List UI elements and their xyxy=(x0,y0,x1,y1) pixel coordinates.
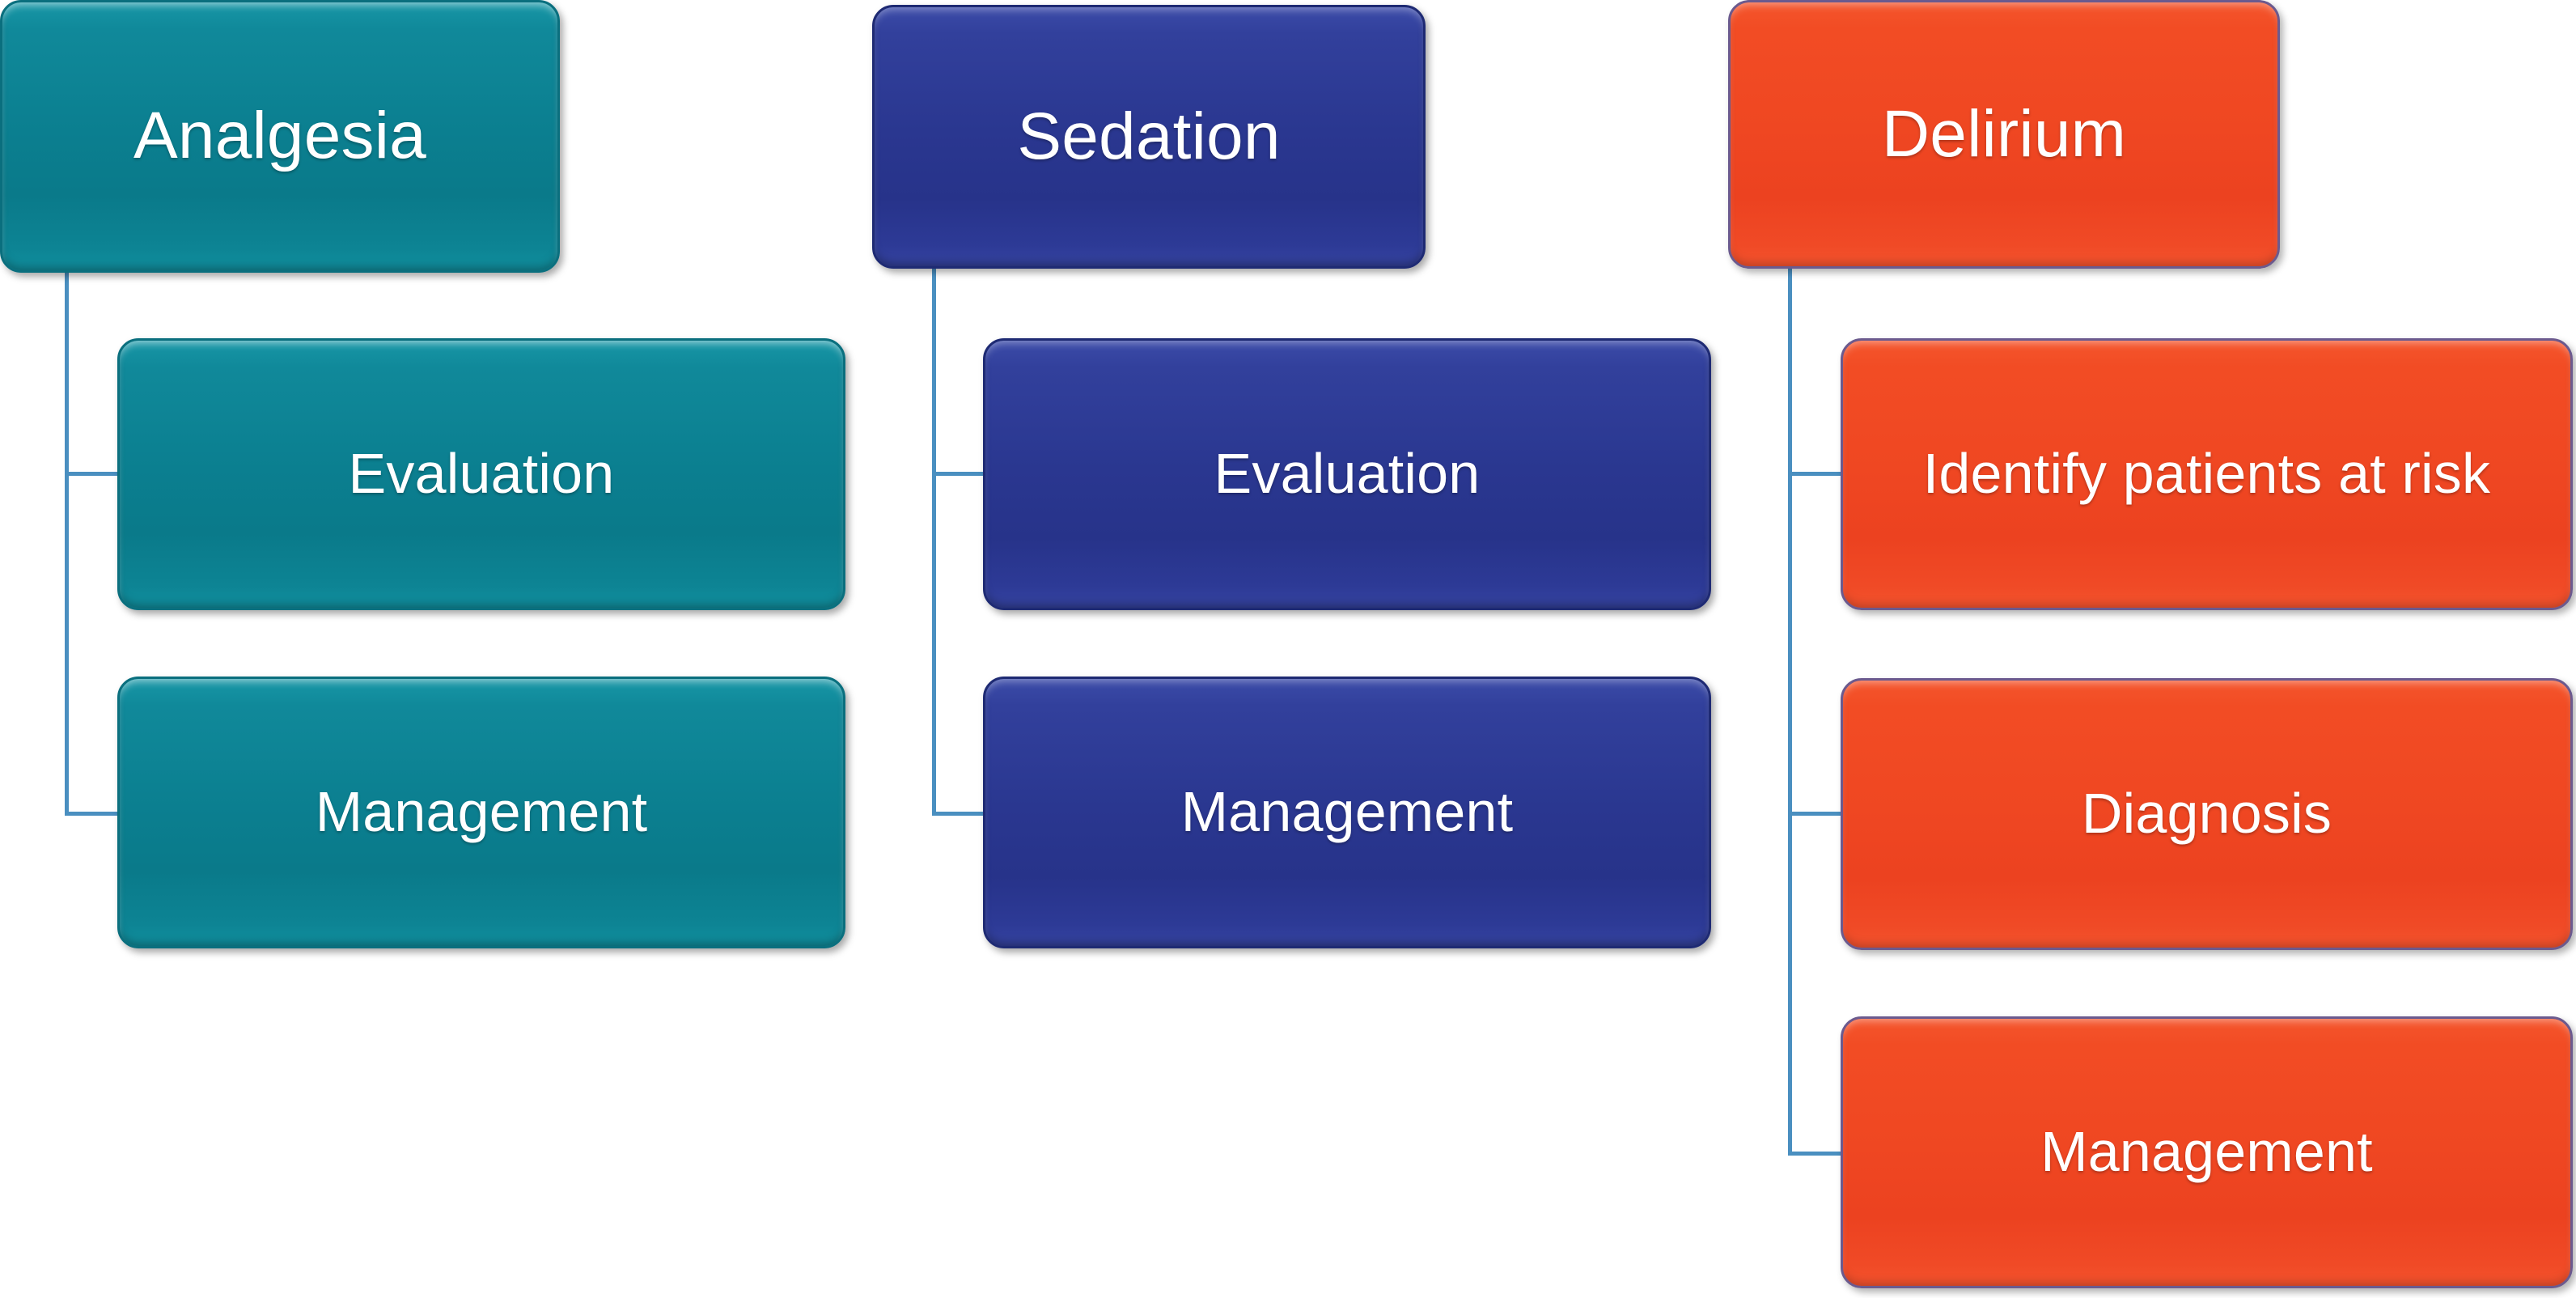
node-analgesia-evaluation-label: Evaluation xyxy=(348,442,615,506)
connector-delirium-to-management xyxy=(1788,1152,1857,1156)
node-analgesia-label: Analgesia xyxy=(133,99,426,173)
node-sedation[interactable]: Sedation xyxy=(872,5,1426,269)
node-sedation-label: Sedation xyxy=(1017,99,1281,173)
node-analgesia[interactable]: Analgesia xyxy=(0,0,560,273)
node-delirium-management[interactable]: Management xyxy=(1841,1016,2573,1288)
node-delirium-identify-patients-at-risk[interactable]: Identify patients at risk xyxy=(1841,338,2573,610)
node-delirium-management-label: Management xyxy=(2040,1120,2373,1184)
connector-sedation-to-evaluation xyxy=(932,472,1001,476)
node-sedation-evaluation-label: Evaluation xyxy=(1214,442,1481,506)
node-sedation-evaluation[interactable]: Evaluation xyxy=(983,338,1711,610)
node-delirium-diagnosis[interactable]: Diagnosis xyxy=(1841,678,2573,950)
connector-analgesia-trunk xyxy=(65,267,69,816)
node-delirium-diagnosis-label: Diagnosis xyxy=(2081,782,2332,846)
node-delirium-identify-patients-at-risk-label: Identify patients at risk xyxy=(1922,442,2491,506)
node-delirium[interactable]: Delirium xyxy=(1728,0,2280,269)
connector-delirium-to-identify-patients-at-risk xyxy=(1788,472,1857,476)
connector-analgesia-to-evaluation xyxy=(65,472,133,476)
node-sedation-management-label: Management xyxy=(1180,780,1514,844)
node-sedation-management[interactable]: Management xyxy=(983,677,1711,948)
connector-delirium-trunk xyxy=(1788,265,1792,1156)
connector-analgesia-to-management xyxy=(65,812,133,816)
node-delirium-label: Delirium xyxy=(1881,96,2127,171)
node-analgesia-evaluation[interactable]: Evaluation xyxy=(117,338,845,610)
connector-sedation-to-management xyxy=(932,812,1001,816)
node-analgesia-management-label: Management xyxy=(315,780,648,844)
connector-sedation-trunk xyxy=(932,265,936,816)
connector-delirium-to-diagnosis xyxy=(1788,812,1857,816)
node-analgesia-management[interactable]: Management xyxy=(117,677,845,948)
